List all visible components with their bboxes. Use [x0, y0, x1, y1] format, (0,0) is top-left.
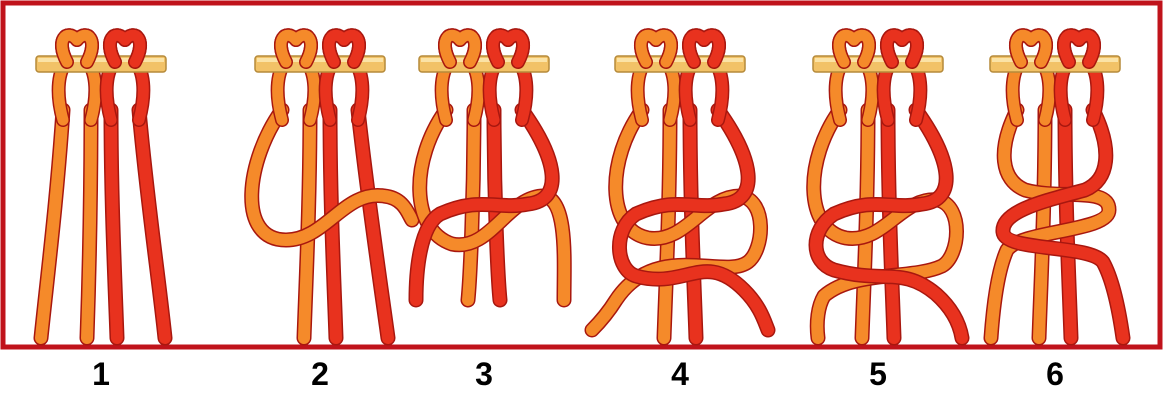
step-label-4: 4 — [650, 354, 710, 394]
step-2-cord-2 — [304, 110, 310, 338]
step-label-5: 5 — [848, 354, 908, 394]
step-1-dowel-highlight — [38, 58, 164, 62]
step-label-6: 6 — [1025, 354, 1085, 394]
step-label-3: 3 — [454, 354, 514, 394]
step-6-cord-2 — [1039, 110, 1045, 338]
step-1-cord-2 — [87, 110, 91, 338]
step-6-dowel-highlight — [992, 58, 1118, 62]
step-3-dowel-highlight — [421, 58, 547, 62]
step-2-dowel-highlight — [257, 58, 383, 62]
step-4-cord-2 — [664, 110, 670, 338]
step-5-dowel-highlight — [815, 58, 941, 62]
step-4-dowel-highlight — [617, 58, 743, 62]
step-label-1: 1 — [71, 354, 131, 394]
step-label-2: 2 — [290, 354, 350, 394]
macrame-knot-diagram — [0, 0, 1163, 350]
diagram-frame-border — [3, 3, 1160, 347]
step-5-cord-2 — [862, 110, 868, 338]
step-1-cord-3 — [111, 110, 117, 338]
